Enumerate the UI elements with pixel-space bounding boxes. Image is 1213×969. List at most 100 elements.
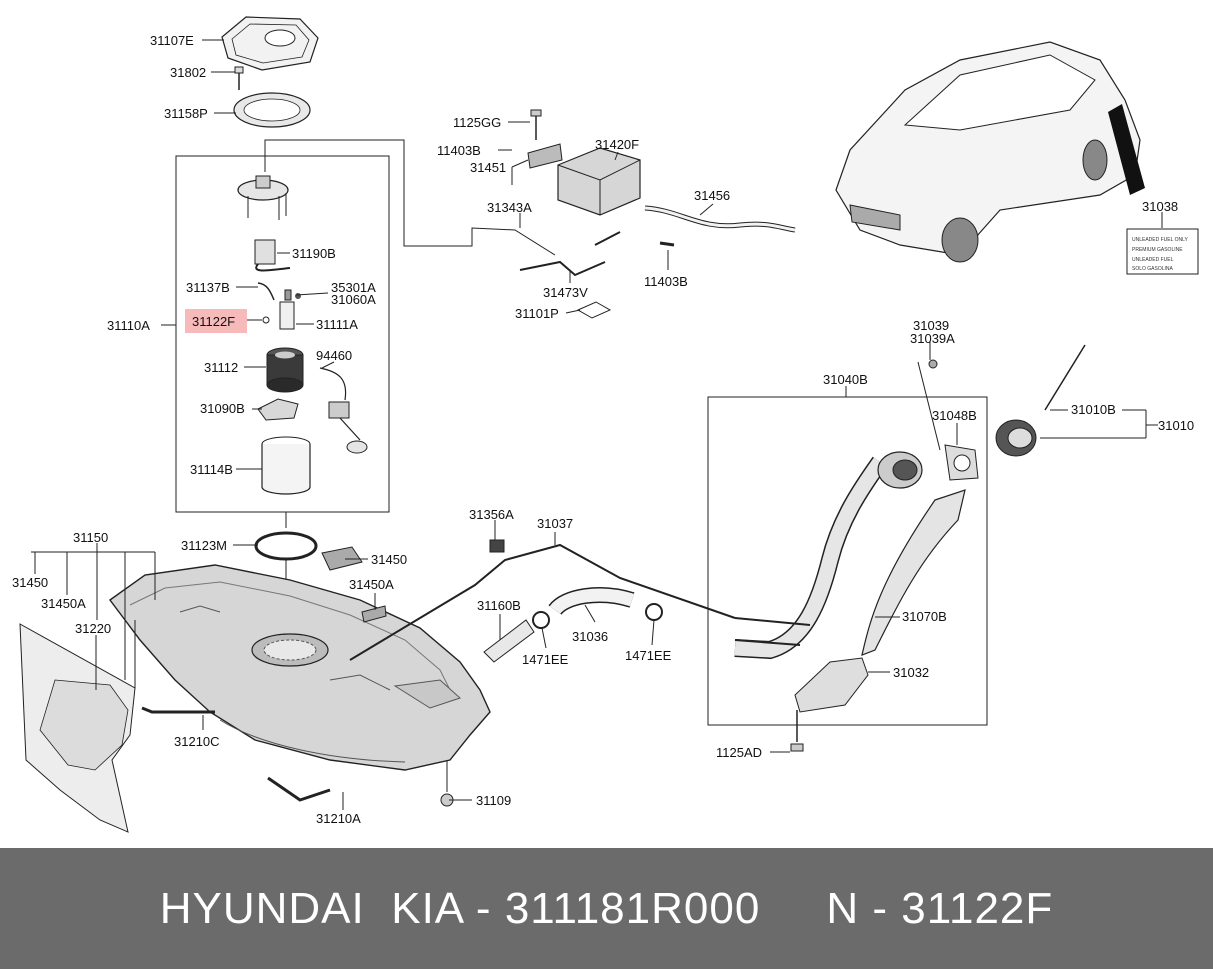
label-31210c: 31210C (174, 734, 220, 749)
label-11403b-bottom: 11403B (644, 274, 688, 289)
label-31048b: 31048B (932, 408, 977, 423)
strap-a-part (267, 776, 331, 802)
canister-line (264, 139, 556, 256)
footer-brand: HYUNDAI (159, 883, 365, 933)
label-31160b: 31160B (477, 598, 521, 613)
label-31090b: 31090B (200, 401, 245, 416)
label-31356a: 31356A (469, 507, 514, 522)
footer-bar: HYUNDAI KIA - 311181R000 N - 31122F (0, 848, 1213, 969)
label-31038: 31038 (1142, 199, 1178, 214)
fuel-filter-part (254, 239, 291, 272)
bracket-31451-part (527, 143, 563, 169)
label-35301a: 35301A (331, 280, 376, 295)
label-31451: 31451 (470, 160, 506, 175)
label-31101p: 31101P (515, 306, 559, 321)
label-31150: 31150 (73, 530, 108, 545)
decal-line-1: UNLEADED FUEL ONLY (1132, 237, 1189, 243)
label-1125gg: 1125GG (453, 115, 501, 130)
label-31122f: 31122F (192, 314, 235, 329)
line-31473v-part (519, 231, 621, 277)
heat-shield-part (19, 623, 136, 833)
label-11403b-top: 11403B (437, 143, 481, 158)
label-31010: 31010 (1158, 418, 1194, 433)
card-31101p-part (576, 301, 612, 319)
footer-gap-1 (365, 884, 391, 934)
label-31137b: 31137B (186, 280, 230, 295)
pointer-band (1108, 104, 1145, 195)
vapor-line-31037-part (349, 543, 736, 661)
bracket-31450-part (321, 546, 363, 571)
label-1125ad: 1125AD (716, 745, 762, 760)
label-94460: 94460 (316, 348, 352, 363)
highlight-box (185, 309, 247, 333)
pump-housing-part (261, 436, 311, 495)
filler-neck-frame (707, 396, 988, 726)
bolt-11403b-part (659, 241, 675, 247)
label-31107e: 31107E (150, 33, 194, 48)
pump-flange-part (237, 175, 289, 220)
label-31112: 31112 (204, 360, 238, 375)
strap-c-part (141, 706, 215, 714)
label-31114b: 31114B (190, 462, 233, 477)
leader-lines (31, 39, 1163, 810)
label-31070b: 31070B (902, 609, 947, 624)
filler-shield-31070b (861, 489, 966, 656)
decal-line-4: SOLO GASOLINA (1132, 266, 1174, 272)
label-31060a: 31060A (331, 292, 376, 307)
label-31220: 31220 (75, 621, 111, 636)
o-ring-part (254, 531, 318, 561)
bolt-part (234, 66, 244, 90)
canister-part (557, 147, 641, 216)
label-31040b: 31040B (823, 372, 868, 387)
label-31450a-mid: 31450A (349, 577, 394, 592)
fuel-decal-31038: UNLEADED FUEL ONLY PREMIUM GASOLINE UNLE… (1126, 228, 1199, 275)
clamp-left-part (532, 611, 550, 629)
label-31123m: 31123M (181, 538, 227, 553)
fuel-line-pair (734, 617, 811, 646)
nut-part (440, 760, 454, 807)
label-31010b: 31010B (1071, 402, 1116, 417)
pump-motor-part (257, 282, 301, 330)
label-31111a: 31111A (316, 317, 358, 332)
footer-gap-2 (760, 884, 826, 934)
label-31039: 31039 (913, 318, 949, 333)
footer-part-number: KIA - 311181R000 (391, 883, 761, 933)
fuel-pump-module-frame (175, 155, 390, 513)
bolt-1125ad-part (790, 710, 804, 752)
label-31450a-left: 31450A (41, 596, 86, 611)
label-31109: 31109 (476, 793, 511, 808)
hose-31160b-part (483, 619, 535, 663)
label-31473v: 31473V (543, 285, 588, 300)
label-1471ee-left: 1471EE (522, 652, 569, 667)
label-31190b: 31190B (292, 246, 336, 261)
fuel-level-sender-part (319, 367, 368, 454)
parts-diagram: UNLEADED FUEL ONLY PREMIUM GASOLINE UNLE… (12, 16, 1199, 833)
part-labels: 31107E 31802 31158P 31110A 31190B 31137B… (12, 33, 1194, 826)
label-31037: 31037 (537, 516, 573, 531)
cover-plate-part (221, 16, 319, 71)
label-31032: 31032 (893, 665, 929, 680)
label-31036: 31036 (572, 629, 608, 644)
label-31210a: 31210A (316, 811, 361, 826)
bracket-31032-part (794, 657, 869, 713)
label-31450-left: 31450 (12, 575, 48, 590)
label-31802: 31802 (170, 65, 206, 80)
label-31450-top: 31450 (371, 552, 407, 567)
decal-line-2: PREMIUM GASOLINE (1132, 247, 1183, 253)
car-illustration (835, 41, 1141, 263)
label-31110a: 31110A (107, 318, 150, 333)
label-31420f: 31420F (595, 137, 639, 152)
label-31158p: 31158P (164, 106, 208, 121)
bracket-31450a-part (361, 605, 387, 623)
fuel-tank-part (109, 564, 491, 771)
label-31456: 31456 (694, 188, 730, 203)
decal-line-3: UNLEADED FUEL (1132, 257, 1174, 263)
fuel-cap-31010 (995, 344, 1086, 457)
reservoir-cup-part (266, 347, 304, 393)
filler-neck-part (734, 451, 923, 660)
clamp-right-part (645, 603, 663, 621)
label-31343a: 31343A (487, 200, 532, 215)
label-1471ee-right: 1471EE (625, 648, 672, 663)
bracket-part (257, 398, 299, 421)
label-31039a: 31039A (910, 331, 955, 346)
